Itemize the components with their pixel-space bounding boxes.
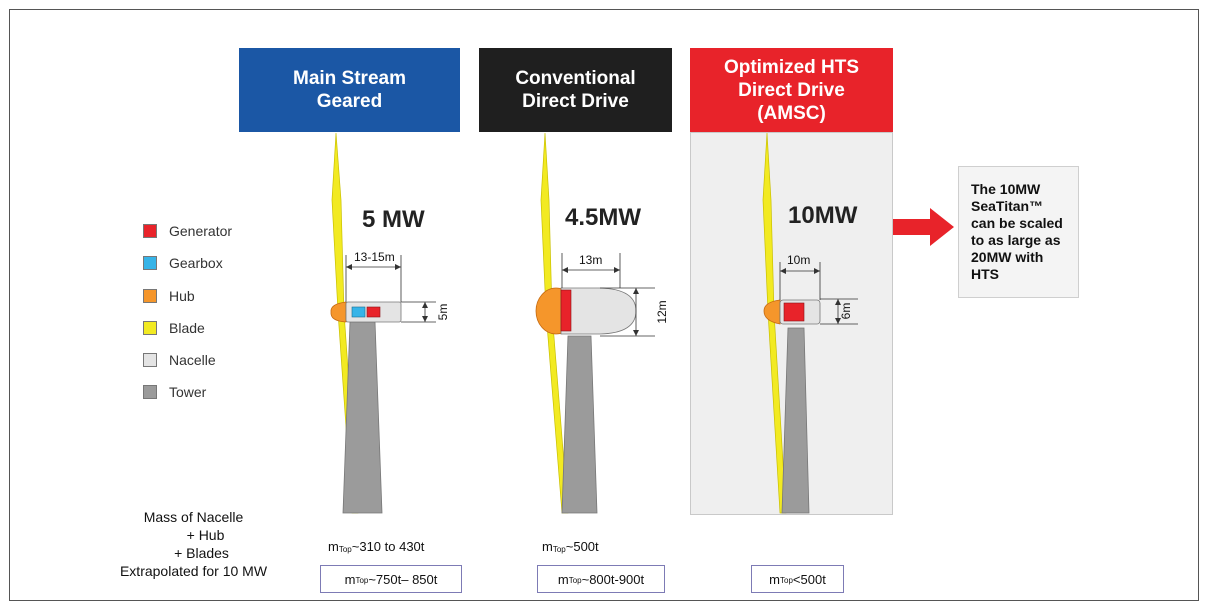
header-label: Main Stream Geared [293,68,406,112]
legend-item-nacelle: Nacelle [143,351,216,369]
mass-value: ~750t– 850t [368,571,438,587]
mass-label-line: + Hub [186,527,225,543]
header-label: Conventional Direct Drive [515,68,636,112]
callout-arrow [893,208,954,246]
power-rating-direct-drive: 4.5MW [565,204,642,231]
mass-current-direct-drive: mTop~500t [542,539,599,554]
mass-label-line: + Blades [174,545,229,561]
mass-subscript: Top [568,575,582,585]
t3-height-label: 6m [839,303,853,320]
legend-label: Hub [169,288,195,304]
mass-symbol: m [344,571,356,587]
header-main-stream-geared: Main Stream Geared [239,48,460,132]
mass-subscript: Top [355,575,369,585]
mass-symbol: m [769,571,781,587]
header-optimized-hts: Optimized HTS Direct Drive (AMSC) [690,48,893,132]
legend-item-tower: Tower [143,383,206,401]
hub [763,299,781,325]
generator [366,306,381,318]
mass-symbol: m [557,571,569,587]
mass-symbol: m [328,539,339,554]
generator-swatch [143,224,157,238]
mass-label-line: Mass of Nacelle [143,509,244,525]
legend-item-gearbox: Gearbox [143,254,223,272]
legend-label: Blade [169,320,205,336]
tower [342,321,383,514]
header-label: Optimized HTS Direct Drive (AMSC) [723,56,860,124]
tower [561,335,598,514]
turbine-direct-drive [535,132,655,514]
hub [330,301,347,323]
t2-height-label: 12m [655,300,669,323]
t1-length-label: 13-15m [354,250,395,264]
mass-label-line: Extrapolated for 10 MW [119,563,268,579]
mass-label: Mass of Nacelle + Hub + Blades Extrapola… [86,508,301,580]
legend-item-hub: Hub [143,287,195,305]
legend-item-generator: Generator [143,222,232,240]
tower-swatch [143,385,157,399]
mass-current-geared: mTop~310 to 430t [328,539,424,554]
mass-subscript: Top [338,545,352,554]
t2-length-label: 13m [579,253,602,267]
mass-value: <500t [792,571,826,587]
legend-label: Nacelle [169,352,216,368]
scaling-callout: The 10MW SeaTitan™ can be scaled to as l… [958,166,1079,298]
t3-length-label: 10m [787,253,810,267]
header-conventional-direct-drive: Conventional Direct Drive [479,48,672,132]
generator [783,302,805,322]
blade-swatch [143,321,157,335]
figure-frame [9,9,1199,601]
legend-label: Tower [169,384,207,400]
hub-swatch [143,289,157,303]
legend-item-blade: Blade [143,319,205,337]
nacelle [560,287,637,335]
mass-value: ~310 to 430t [351,539,425,554]
mass-symbol: m [542,539,553,554]
t1-height-label: 5m [436,304,450,321]
gearbox [351,306,366,318]
legend-label: Generator [169,223,233,239]
mass-subscript: Top [552,545,566,554]
power-rating-geared: 5 MW [362,206,425,233]
generator [560,289,572,332]
turbine-hts [762,132,858,514]
mass-value: ~800t-900t [581,571,645,587]
mass-value: ~500t [565,539,599,554]
power-rating-hts: 10MW [788,202,858,229]
turbine-geared [330,132,436,514]
gearbox-swatch [143,256,157,270]
nacelle-swatch [143,353,157,367]
legend-label: Gearbox [169,255,223,271]
mass-subscript: Top [780,575,793,585]
tower [781,327,810,514]
